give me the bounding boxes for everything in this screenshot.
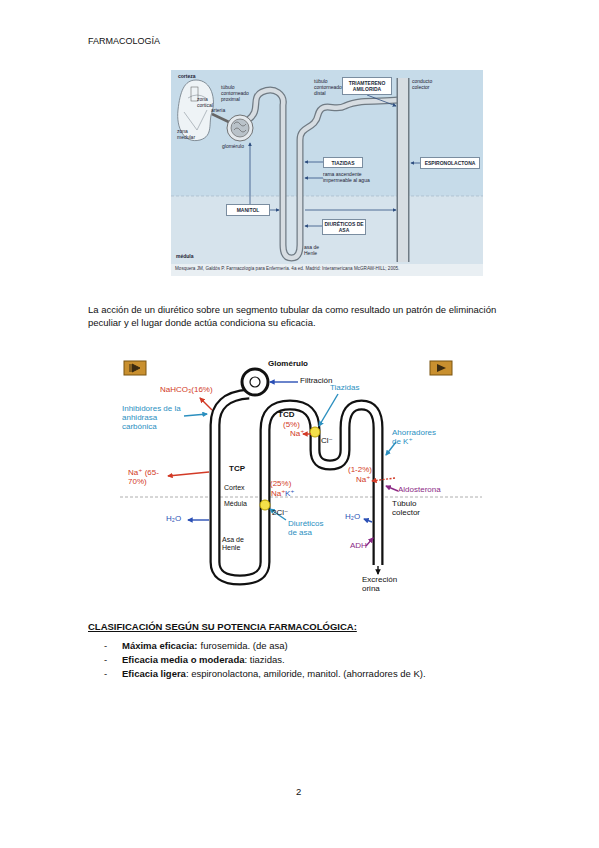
part-label: arteria xyxy=(211,107,225,113)
part-label: túbulo contorneado proximal xyxy=(221,84,249,102)
page-number: 2 xyxy=(296,785,301,798)
bullet-term: Eficacia ligera xyxy=(122,668,186,679)
drug-label: Diuréticos de asa xyxy=(288,519,328,537)
part-label: glomérulo xyxy=(222,143,244,149)
box-text-group: DIURÉTICOS DE ASA xyxy=(324,221,364,233)
ion-label: Na⁺ xyxy=(356,475,370,484)
part-label: asa de Henle xyxy=(304,244,328,256)
drug-box: TIAZIDAS xyxy=(323,157,363,168)
ion-label: NaHCO₃(16%) xyxy=(160,385,213,394)
drug-label: Tiazidas xyxy=(330,383,360,392)
water-label: H₂O xyxy=(166,514,181,523)
figure-caption: Mosquera JM, Galdós P. Farmacología para… xyxy=(175,266,480,271)
box-label: DIURÉTICOS DE ASA xyxy=(324,221,364,233)
drug-label: Ahorradores de K⁺ xyxy=(392,428,442,446)
percent-label: (25%) xyxy=(270,479,291,488)
part-label: TCP xyxy=(229,464,245,473)
ion-label: Na⁺ (65-70%) xyxy=(128,468,166,486)
bullet-term: Eficacia media o moderada xyxy=(122,654,245,665)
ion-label: Na⁺ xyxy=(290,429,304,438)
part-label: Glomérulo xyxy=(268,359,308,368)
bullet-line: Máxima eficacia:furosemida. (de asa) xyxy=(122,639,288,652)
bullet-mark: - xyxy=(104,653,107,666)
process-label: Filtración xyxy=(300,376,332,385)
box-label: TRIAMTERENO AMILORIDA xyxy=(344,80,390,92)
part-label: TCD xyxy=(278,410,294,419)
ion-label: 2Cl⁻ xyxy=(272,508,288,517)
hormone-label: Aldosterona xyxy=(398,485,441,494)
box-label: MANITOL xyxy=(237,207,260,213)
box-label: ESPIRONOLACTONA xyxy=(425,160,476,166)
box-label: TIAZIDAS xyxy=(331,160,354,166)
figure-nephron-drawing xyxy=(171,70,483,276)
section-heading: CLASIFICACIÓN SEGÚN SU POTENCIA FARMACOL… xyxy=(88,620,357,633)
zone-label: zona cortical xyxy=(197,96,223,108)
hormone-label: ADH xyxy=(350,541,367,550)
part-label: rama ascendente impermeable al agua xyxy=(323,171,379,183)
percent-label: (1-2%) xyxy=(348,465,372,474)
ion-label: Na⁺ xyxy=(271,489,285,498)
box-text-group: ESPIRONOLACTONA xyxy=(425,160,476,166)
drug-box: ESPIRONOLACTONA xyxy=(420,157,480,169)
zone-label: Médula xyxy=(224,500,247,508)
bullet-line: Eficacia media o moderada: tiazidas. xyxy=(122,653,285,666)
figure-nephron-scheme xyxy=(120,361,482,580)
bullet-term: Máxima eficacia: xyxy=(122,640,198,651)
zone-label: médula xyxy=(176,253,194,259)
body-text: La acción de un diurético sobre un segme… xyxy=(88,303,518,329)
bullet-mark: - xyxy=(104,667,107,680)
zone-label: corteza xyxy=(178,73,196,79)
drug-label: Inhibidores de la anhidrasa carbónica xyxy=(122,404,184,432)
zone-label: zona medular xyxy=(177,128,201,140)
part-label: Excreción orina xyxy=(362,575,404,593)
part-label: túbulo contorneado distal xyxy=(314,78,341,96)
ion-label: K⁺ xyxy=(285,489,295,498)
drug-box: MANITOL xyxy=(226,204,270,216)
zone-label: Cortex xyxy=(224,484,245,492)
part-label: Asa de Henle xyxy=(222,536,260,552)
drug-box: TRIAMTERENO AMILORIDA xyxy=(342,77,392,95)
box-text-group: TRIAMTERENO AMILORIDA xyxy=(344,80,390,92)
ion-label: Cl⁻ xyxy=(321,436,333,445)
water-label: H₂O xyxy=(345,512,360,521)
bullet-line: Eficacia ligera: espironolactona, amilor… xyxy=(122,667,426,680)
box-text-group: MANITOL xyxy=(237,207,260,213)
part-label: conducto colector xyxy=(412,78,444,90)
bullet-text: : tiazidas. xyxy=(245,654,285,665)
drug-box: DIURÉTICOS DE ASA xyxy=(322,219,366,235)
percent-label: (5%) xyxy=(283,420,300,429)
bullet-text: furosemida. (de asa) xyxy=(201,640,288,651)
part-label: Túbulo colector xyxy=(392,499,432,517)
bullet-text: : espironolactona, amiloride, manitol. (… xyxy=(186,668,426,679)
box-text-group: TIAZIDAS xyxy=(331,160,354,166)
bullet-mark: - xyxy=(104,639,107,652)
page-header: FARMACOLOGÍA xyxy=(88,36,160,46)
